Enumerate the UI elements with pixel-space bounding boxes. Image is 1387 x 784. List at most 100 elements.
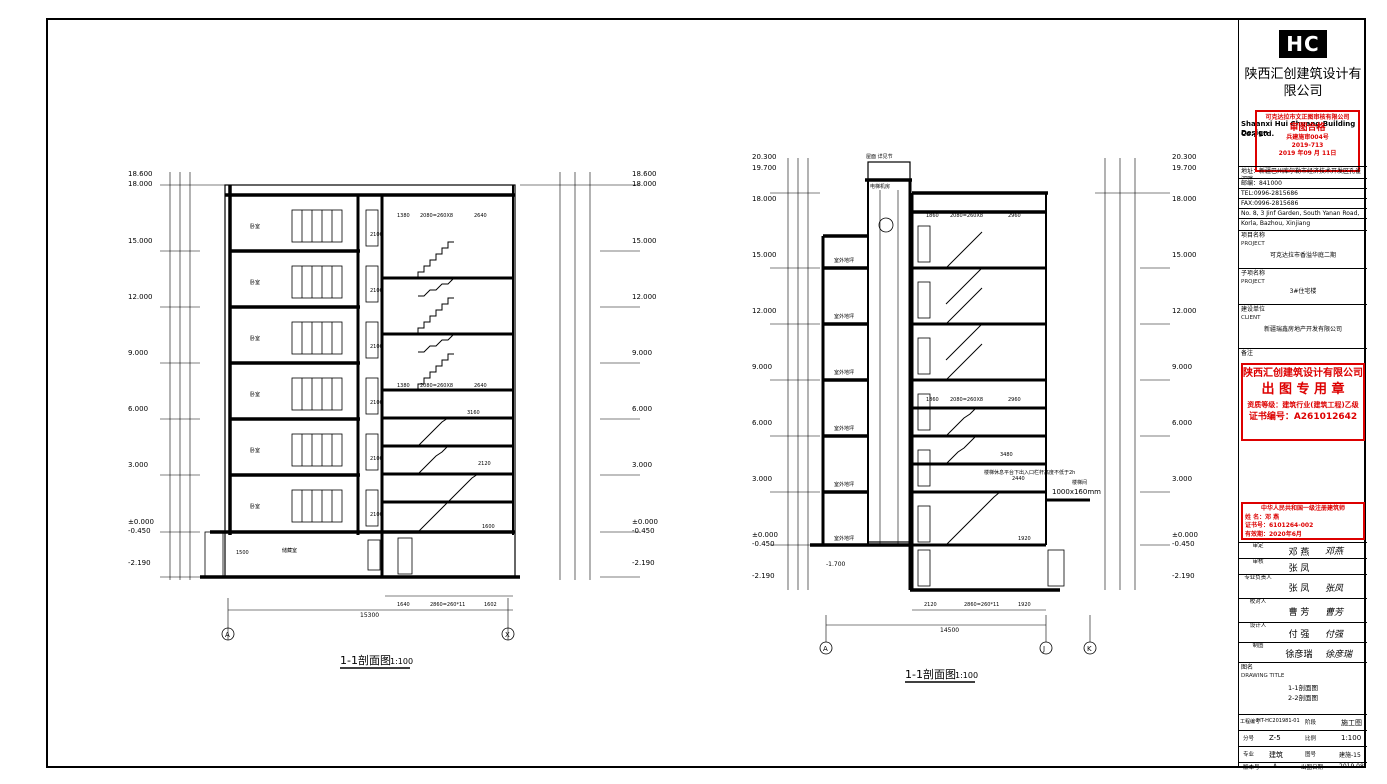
flat-label: 室外地坪 xyxy=(834,257,854,264)
mid-level: -1.700 xyxy=(826,561,846,568)
left-level: ±0.000 xyxy=(752,531,778,539)
left-level: -2.190 xyxy=(752,572,775,580)
role-label: 设计人 xyxy=(1249,623,1267,629)
stair-note: 楼梯间 xyxy=(1072,479,1087,486)
right-level: 12.000 xyxy=(632,293,657,301)
architect-stamp: 中华人民共和国一级注册建筑师 姓 名：邓 燕 证书号：6101264-002 有… xyxy=(1241,502,1365,540)
right-level: 15.000 xyxy=(632,237,657,245)
door-height: 2100 xyxy=(370,400,383,406)
door-height: 2100 xyxy=(370,232,383,238)
left-level: 15.000 xyxy=(128,237,153,245)
right-level: ±0.000 xyxy=(632,518,658,526)
addr-en-1: No. 8, 3 Jinf Garden, South Yanan Road, xyxy=(1239,208,1367,218)
machine-room-label: 电梯机房 xyxy=(870,183,890,190)
right-level: 3.000 xyxy=(632,461,652,469)
right-section-labels: 20.300 19.700 18.000 15.000 12.000 9.000… xyxy=(752,153,1198,681)
left-level: 20.300 xyxy=(752,153,777,161)
right-level: 6.000 xyxy=(632,405,652,413)
window-dim: 1860 xyxy=(926,213,939,219)
window-dim: 1860 xyxy=(926,397,939,403)
drawing-no: 建施-15 xyxy=(1339,752,1361,759)
info-row: 工程编号 HT-HC201981-01 阶段 施工图 xyxy=(1239,714,1367,730)
right-level: -2.190 xyxy=(1172,572,1195,580)
review-stamp-line: 2019-713 xyxy=(1291,142,1324,149)
drawing-title-1: 1-1剖面图 xyxy=(1287,684,1319,692)
publication-stamp-line: 证书编号：A261012642 xyxy=(1248,412,1358,422)
title-block: HC 陕西汇创建筑设计有限公司 Shaanxi Hui Chuang Build… xyxy=(1238,18,1367,771)
right-level: 9.000 xyxy=(1172,363,1192,371)
sub-no-label: 分号 xyxy=(1243,736,1255,742)
discipline-label: 专业 xyxy=(1243,752,1255,758)
flat-label: 室外地坪 xyxy=(834,481,854,488)
signature-row: 审核 张 凤 xyxy=(1239,558,1367,574)
role-label: 审核 xyxy=(1252,559,1264,565)
drawing-title-2: 2-2剖面图 xyxy=(1287,694,1319,702)
left-level: 3.000 xyxy=(128,461,148,469)
role-signature: 曹芳 xyxy=(1325,608,1344,618)
role-name: 付 强 xyxy=(1288,630,1310,640)
architect-stamp-line: 有效期：2020年6月 xyxy=(1245,530,1302,538)
flat-label: 室外地坪 xyxy=(834,313,854,320)
door-height: 2100 xyxy=(370,456,383,462)
right-level: 9.000 xyxy=(632,349,652,357)
firm-name-en-2: Co., Ltd. xyxy=(1241,130,1275,138)
project-no-label: 工程编号 xyxy=(1240,719,1261,725)
left-level: 3.000 xyxy=(752,475,772,483)
left-level: 18.000 xyxy=(128,180,153,188)
axis-bubble-a: A xyxy=(823,645,828,653)
scale-label: 比例 xyxy=(1305,736,1317,742)
info-row: 分号 Z-5 比例 1:100 xyxy=(1239,730,1367,746)
notes-label: 备注 xyxy=(1241,350,1254,357)
scale-value: 1:100 xyxy=(1341,734,1362,742)
side-dim: 1500 xyxy=(236,550,249,556)
right-level: 15.000 xyxy=(1172,251,1197,259)
left-level: 12.000 xyxy=(128,293,153,301)
right-level: -0.450 xyxy=(1172,540,1195,548)
roof-top-label: 屋面 详见节 xyxy=(866,153,893,160)
subproject-cell: 子项名称 PROJECT 3#住宅楼 xyxy=(1239,268,1367,304)
room-label: 卧室 xyxy=(250,223,260,230)
role-label: 校对人 xyxy=(1249,599,1267,605)
discipline-value: 建筑 xyxy=(1269,751,1283,759)
left-level: 9.000 xyxy=(128,349,148,357)
left-level: 6.000 xyxy=(128,405,148,413)
role-signature: 徐彦瑞 xyxy=(1325,650,1353,660)
project-name: 可克达拉市香溢华庭二期 xyxy=(1269,252,1336,259)
architect-stamp-line: 中华人民共和国一级注册建筑师 xyxy=(1260,505,1345,512)
window-dim: 1920 xyxy=(1018,536,1031,542)
firm-logo: HC xyxy=(1279,30,1327,58)
review-stamp: 可克达拉市文正图审核有限公司 审图合格 兵建施审004号 2019-713 20… xyxy=(1255,110,1360,172)
window-dim: 1380 xyxy=(397,213,410,219)
axis-bubble-k: K xyxy=(1087,645,1092,653)
window-dim: 1380 xyxy=(397,383,410,389)
room-label: 卧室 xyxy=(250,447,260,454)
room-label: 卧室 xyxy=(250,335,260,342)
total-dim: 15300 xyxy=(360,612,379,619)
role-label: 专业负责人 xyxy=(1244,575,1272,581)
subproject-label-en: PROJECT xyxy=(1241,279,1265,285)
right-level: 18.000 xyxy=(1172,195,1197,203)
left-section-title: 1-1剖面图 xyxy=(340,653,391,667)
door-height: 2100 xyxy=(370,344,383,350)
drawing-no-label: 图号 xyxy=(1305,752,1317,758)
bottom-dim: 1602 xyxy=(484,602,497,608)
left-level: 9.000 xyxy=(752,363,772,371)
bottom-dim: 2860=260*11 xyxy=(430,602,465,608)
landing-note: 楼梯休息平台下出入口栏杆高度不低于2h xyxy=(984,469,1075,476)
left-level: 15.000 xyxy=(752,251,777,259)
window-dim: 2080=260X8 xyxy=(950,213,983,219)
left-section-scale: 1:100 xyxy=(390,657,413,666)
signature-row: 校对人 曹 芳 曹芳 xyxy=(1239,598,1367,622)
flat-label: 室外地坪 xyxy=(834,425,854,432)
window-dim: 3480 xyxy=(1000,452,1013,458)
client-label: 建设单位 xyxy=(1241,306,1266,313)
role-label: 制图 xyxy=(1252,643,1264,649)
window-dim: 2080=260X8 xyxy=(420,213,453,219)
bottom-dim: 2120 xyxy=(924,602,937,608)
architect-stamp-line: 姓 名：邓 燕 xyxy=(1245,513,1280,521)
role-name: 邓 燕 xyxy=(1288,548,1310,558)
window-dim: 2080=260X8 xyxy=(950,397,983,403)
version-label: 版本号 xyxy=(1243,765,1260,771)
door-height: 2100 xyxy=(370,288,383,294)
project-cell: 项目名称 PROJECT 可克达拉市香溢华庭二期 xyxy=(1239,230,1367,268)
